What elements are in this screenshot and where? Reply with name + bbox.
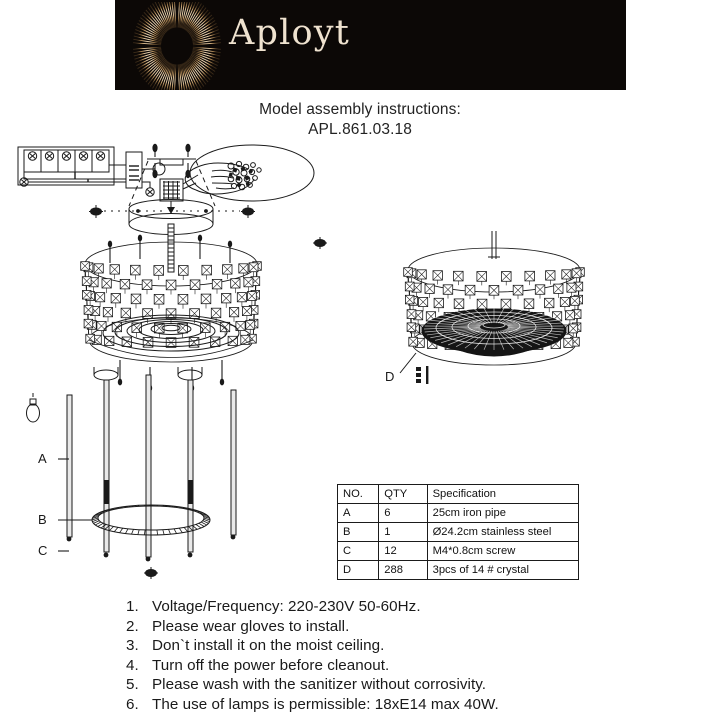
diagram-label-b: B [38, 512, 47, 527]
list-item-number: 2. [126, 617, 139, 635]
parts-table: NO. QTY Specification A 6 25cm iron pipe… [336, 484, 580, 580]
list-item: 4. Turn off the power before cleanout. [126, 656, 646, 676]
title-line-model-code: APL.861.03.18 [308, 121, 412, 138]
crystal-cluster [227, 160, 262, 191]
list-item: 2. Please wear gloves to install. [126, 617, 646, 637]
hand-holding-crystals-detail [182, 144, 315, 202]
screw-marker [241, 205, 255, 218]
stainless-steel-ring [91, 504, 211, 536]
brand-banner: Aployt [115, 0, 626, 90]
instructions-list: 1. Voltage/Frequency: 220-230V 50-60Hz. … [126, 597, 646, 715]
ceiling-mount-plate [89, 143, 255, 273]
screw-marker [144, 567, 158, 579]
list-item-number: 5. [126, 676, 139, 694]
cell-qty: 12 [378, 541, 428, 561]
screw-markers [66, 534, 236, 562]
list-item: 3. Don`t install it on the moist ceiling… [126, 636, 646, 656]
cell-qty: 288 [378, 560, 428, 580]
hanging-rods [107, 234, 233, 263]
header-spec: Specification [426, 484, 580, 504]
assembled-fixture-view: D [385, 231, 585, 384]
cell-no: C [336, 541, 380, 561]
cell-no: B [336, 522, 380, 542]
list-item-text: Please wear gloves to install. [152, 617, 350, 635]
table-header-row: NO. QTY Specification [336, 484, 580, 504]
screw-marker [313, 237, 327, 249]
bulb-icon [26, 393, 40, 423]
list-item-text: Please wash with the sanitizer without c… [152, 676, 486, 694]
header-qty: QTY [378, 484, 428, 504]
assembly-diagram: D [0, 135, 720, 590]
list-item: 6. The use of lamps is permissible: 18xE… [126, 695, 646, 715]
wiring-terminal-block [17, 146, 166, 197]
screw-marker [152, 143, 191, 157]
diagram-label-d: D [385, 369, 394, 384]
cell-qty: 1 [378, 522, 428, 542]
page-title: Model assembly instructions: APL.861.03.… [0, 100, 720, 140]
sunburst-icon [133, 2, 221, 90]
list-item: 5. Please wash with the sanitizer withou… [126, 675, 646, 695]
cell-spec: 25cm iron pipe [426, 503, 580, 523]
crystal-drum-exploded-view [80, 234, 327, 392]
radiating-rays-icon [396, 0, 626, 90]
list-item-text: Voltage/Frequency: 220-230V 50-60Hz. [152, 598, 421, 615]
diagram-label-a: A [38, 451, 47, 466]
table-row: C 12 M4*0.8cm screw [336, 541, 580, 561]
header-no: NO. [336, 484, 380, 504]
cell-spec: 3pcs of 14 # crystal [426, 560, 580, 580]
brand-wordmark: Aployt [229, 13, 350, 53]
list-item: 1. Voltage/Frequency: 220-230V 50-60Hz. [126, 597, 646, 617]
cell-spec: Ø24.2cm stainless steel [426, 522, 580, 542]
cell-no: A [336, 503, 380, 523]
diagram-label-c: C [38, 543, 47, 558]
cell-spec: M4*0.8cm screw [426, 541, 580, 561]
cell-qty: 6 [378, 503, 428, 523]
table-row: B 1 Ø24.2cm stainless steel [336, 522, 580, 542]
crystal-bowl-shaded [421, 308, 567, 357]
list-item-number: 6. [126, 695, 139, 713]
list-item-text: Turn off the power before cleanout. [152, 656, 390, 674]
table-row: A 6 25cm iron pipe [336, 503, 580, 523]
list-item-number: 1. [126, 598, 139, 615]
cell-no: D [336, 560, 380, 580]
crystal-sample-icon [416, 366, 429, 384]
title-line-primary: Model assembly instructions: [259, 101, 461, 118]
list-item-text: The use of lamps is permissible: 18xE14 … [152, 695, 499, 713]
lower-parts-exploded: A B C [26, 367, 237, 579]
list-item-text: Don`t install it on the moist ceiling. [152, 637, 385, 655]
list-item-number: 3. [126, 637, 139, 655]
screw-marker [89, 205, 103, 218]
table-row: D 288 3pcs of 14 # crystal [336, 560, 580, 580]
list-item-number: 4. [126, 656, 139, 674]
